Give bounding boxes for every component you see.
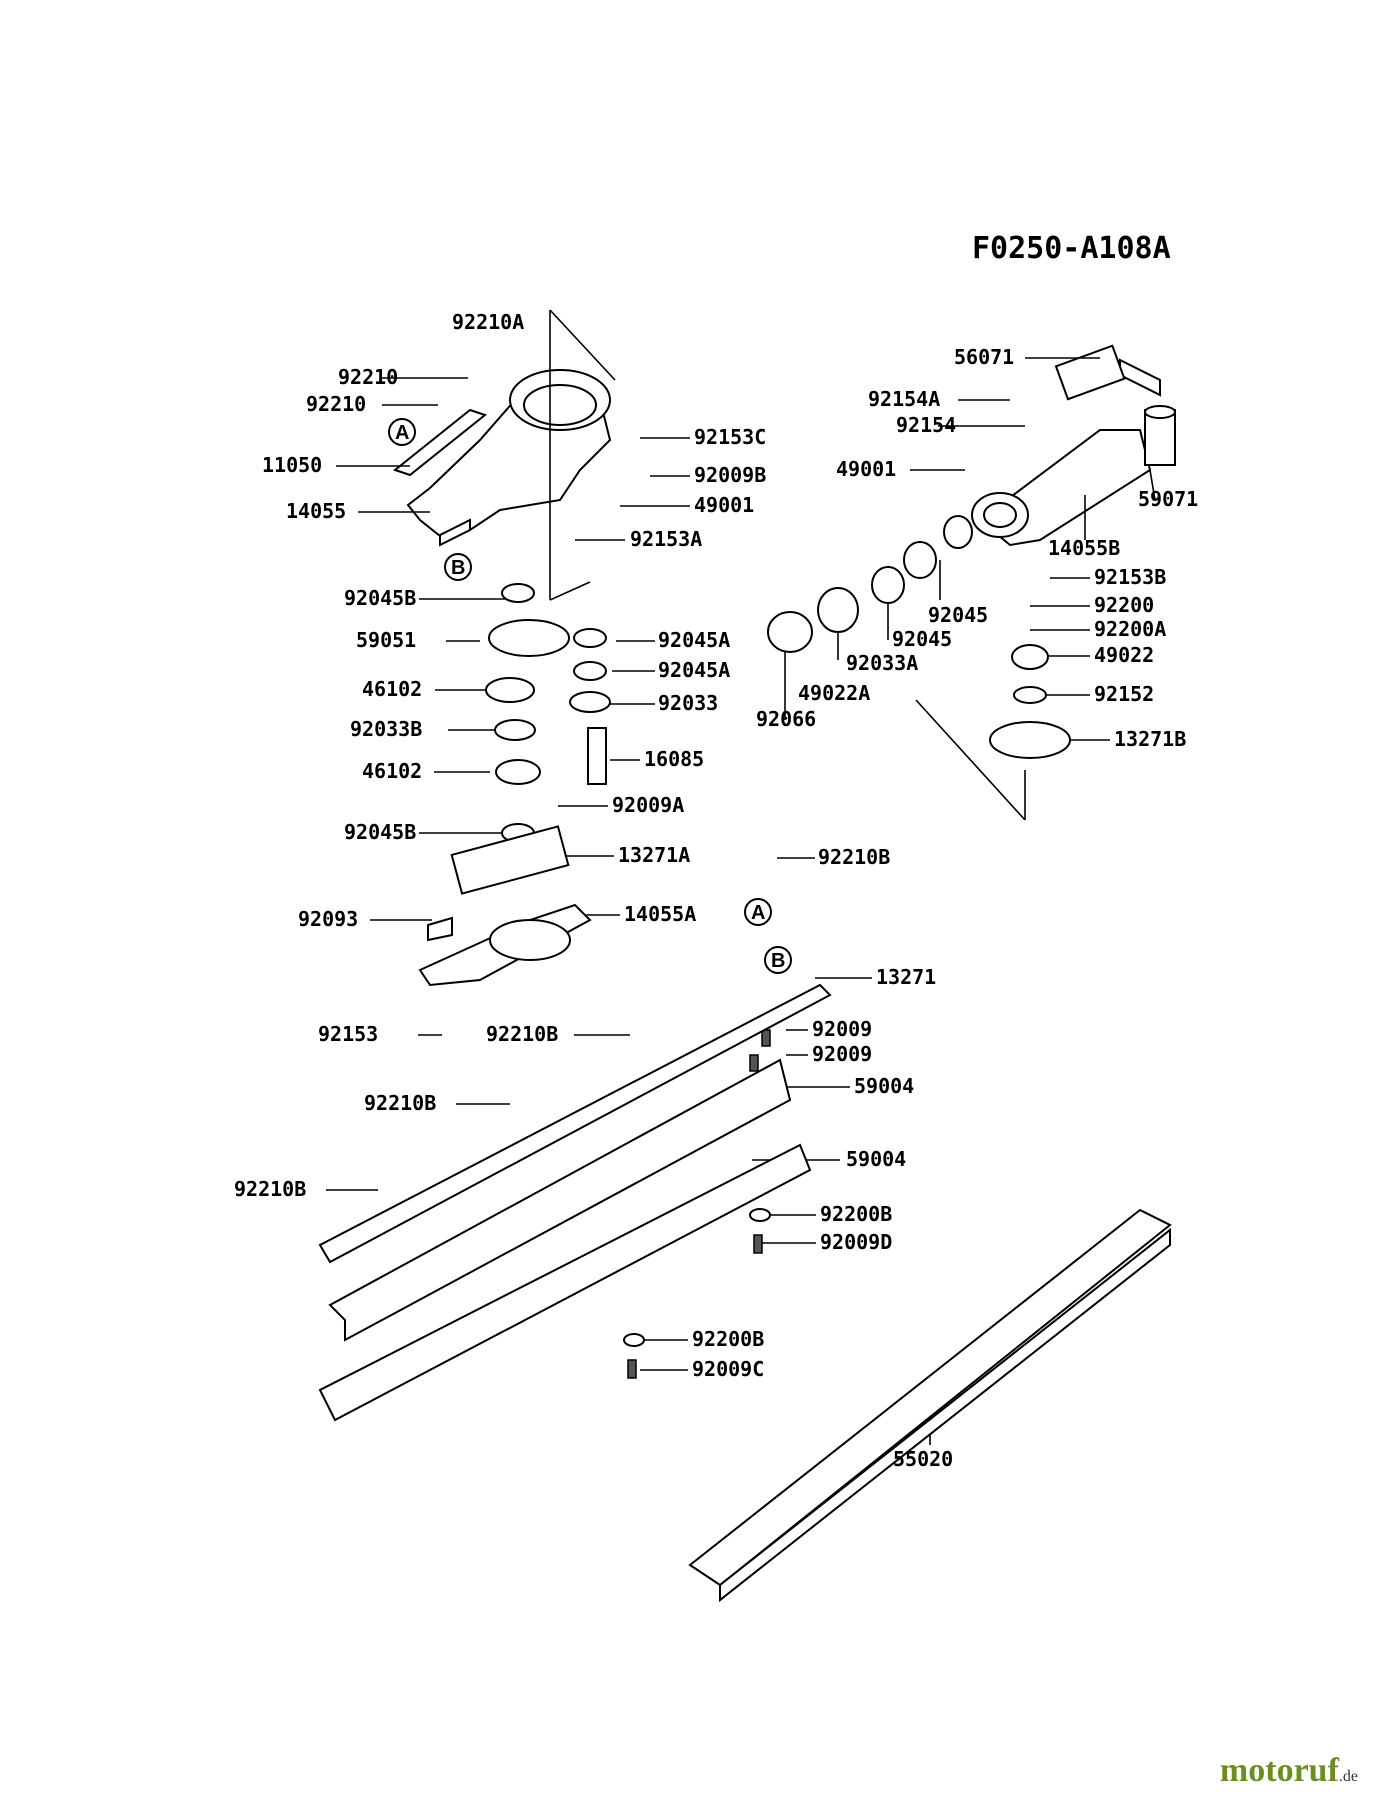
diagram-code: F0250-A108A xyxy=(972,231,1171,266)
part-label: 13271A xyxy=(618,843,690,867)
part-label: 92033A xyxy=(846,651,918,675)
part-label: 49001 xyxy=(836,457,896,481)
part-label: 92153B xyxy=(1094,565,1166,589)
gear-housing-lower xyxy=(418,903,592,987)
part-label: 59071 xyxy=(1138,487,1198,511)
part-label: 49022 xyxy=(1094,643,1154,667)
part-label: 92009D xyxy=(820,1230,892,1254)
part-label: 92200A xyxy=(1094,617,1166,641)
part-label: 92200 xyxy=(1094,593,1154,617)
part-label: 14055A xyxy=(624,902,696,926)
part-label: 92009 xyxy=(812,1042,872,1066)
part-label: 92153C xyxy=(694,425,766,449)
part-label: 92153A xyxy=(630,527,702,551)
part-label: 14055 xyxy=(286,499,346,523)
part-label: 49022A xyxy=(798,681,870,705)
part-label: 92153 xyxy=(318,1022,378,1046)
part-label: 92154A xyxy=(868,387,940,411)
part-label: 92045 xyxy=(892,627,952,651)
part-label: 92210B xyxy=(818,845,890,869)
part-label: 55020 xyxy=(893,1447,953,1471)
marker-b: B xyxy=(771,950,785,972)
part-label: 92200B xyxy=(692,1327,764,1351)
plate-11050 xyxy=(392,408,488,477)
part-label: 92200B xyxy=(820,1202,892,1226)
part-label: 46102 xyxy=(362,677,422,701)
part-label: 92210A xyxy=(452,310,524,334)
part-label: 92009B xyxy=(694,463,766,487)
part-label: 92045B xyxy=(344,586,416,610)
part-label: 92210B xyxy=(486,1022,558,1046)
part-label: 92045 xyxy=(928,603,988,627)
gear-case-right xyxy=(971,344,1176,547)
part-label: 92033B xyxy=(350,717,422,741)
part-label: 92009C xyxy=(692,1357,764,1381)
marker-a: A xyxy=(395,422,409,444)
small-parts xyxy=(450,515,1071,1379)
leader-lines-right xyxy=(784,357,1156,821)
part-label: 59004 xyxy=(854,1074,914,1098)
part-label: 16085 xyxy=(644,747,704,771)
part-label: 46102 xyxy=(362,759,422,783)
part-label: 59004 xyxy=(846,1147,906,1171)
part-label: 92009 xyxy=(812,1017,872,1041)
part-label: 92154 xyxy=(896,413,956,437)
watermark-logo: motoruf.de xyxy=(1220,1752,1358,1790)
watermark-suffix: .de xyxy=(1338,1768,1358,1785)
part-label: 92045A xyxy=(658,658,730,682)
part-labels: 92210A 92210 92210 11050 14055 92153C 92… xyxy=(234,310,1198,1471)
part-label: 92210 xyxy=(306,392,366,416)
part-label: 92045B xyxy=(344,820,416,844)
part-label: 92093 xyxy=(298,907,358,931)
part-label: 13271 xyxy=(876,965,936,989)
part-label: 49001 xyxy=(694,493,754,517)
part-label: 13271B xyxy=(1114,727,1186,751)
cutter-blades xyxy=(318,983,1172,1603)
part-label: 92152 xyxy=(1094,682,1154,706)
marker-b: B xyxy=(451,557,465,579)
leader-lines xyxy=(326,309,931,1445)
part-label: 56071 xyxy=(954,345,1014,369)
part-label: 11050 xyxy=(262,453,322,477)
marker-a: A xyxy=(751,902,765,924)
part-label: 92066 xyxy=(756,707,816,731)
part-label: 92045A xyxy=(658,628,730,652)
part-label: 92210B xyxy=(364,1091,436,1115)
gear-housing-upper xyxy=(406,369,612,547)
part-label: 92210B xyxy=(234,1177,306,1201)
part-label: 14055B xyxy=(1048,536,1120,560)
part-label: 92009A xyxy=(612,793,684,817)
part-label: 92210 xyxy=(338,365,398,389)
watermark-name: motoruf xyxy=(1219,1752,1339,1789)
part-label: 92033 xyxy=(658,691,718,715)
reference-markers: A B A B xyxy=(388,418,792,974)
part-label: 59051 xyxy=(356,628,416,652)
